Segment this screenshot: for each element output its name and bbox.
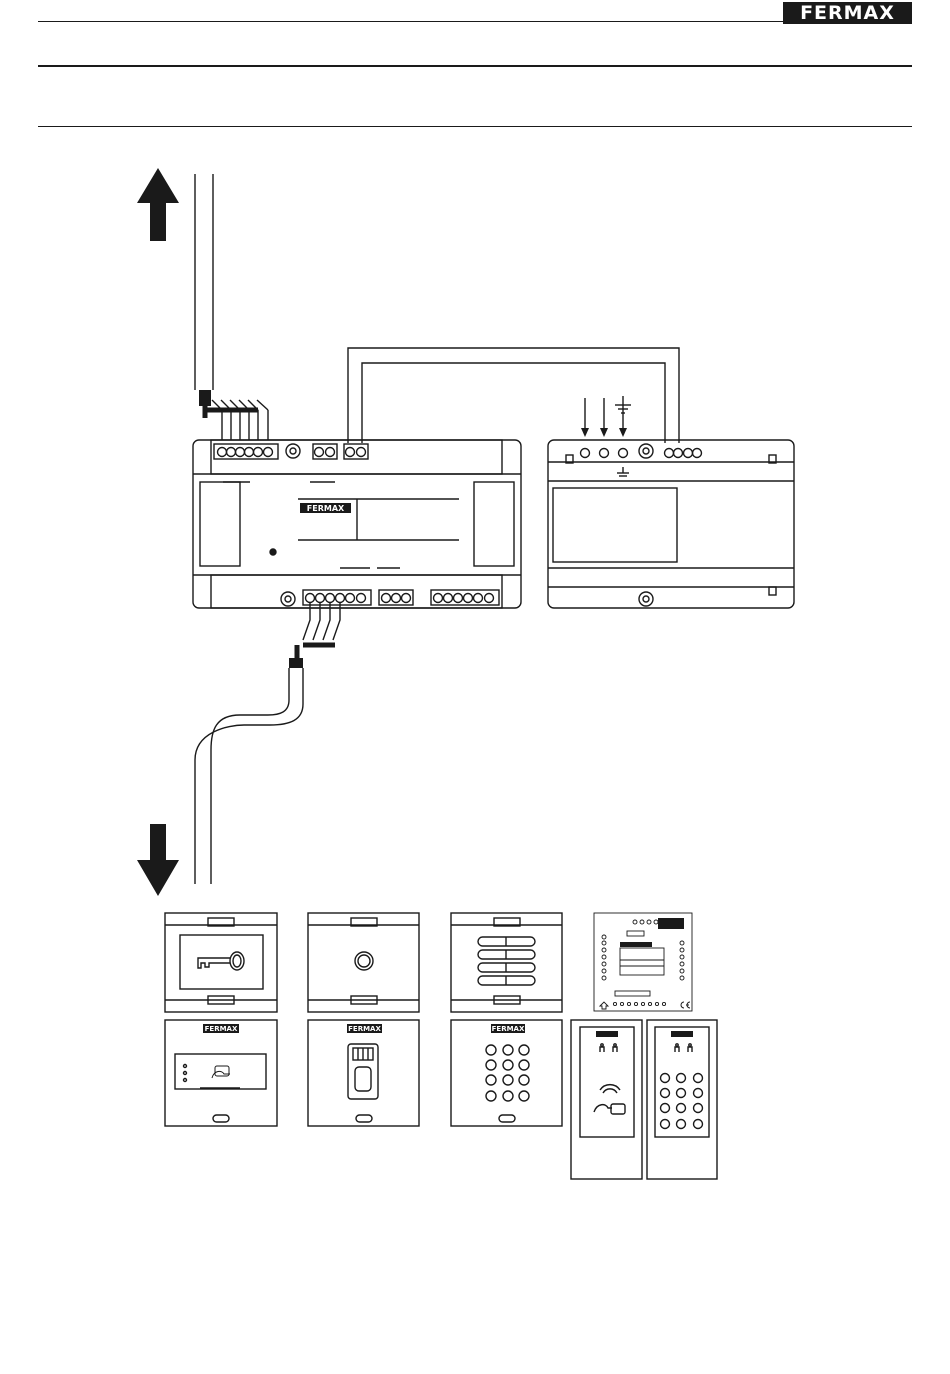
proximity-reader-panel — [165, 1020, 277, 1126]
power-supply — [548, 440, 794, 608]
reader-logo: FERMAX — [205, 1025, 238, 1033]
card-hand-icon — [212, 1066, 230, 1078]
call-button-panel — [451, 913, 562, 1012]
arrow-up-icon — [137, 168, 179, 241]
slim-keypad-unit — [647, 1020, 717, 1179]
fingerprint-logo: FERMAX — [348, 1025, 381, 1033]
arrow-down-icon — [137, 824, 179, 896]
ce-mark-icon — [681, 1002, 690, 1008]
mains-input — [581, 396, 627, 437]
key-icon — [198, 952, 244, 970]
slim-proximity-unit — [571, 1020, 642, 1179]
keypad-logo: FERMAX — [492, 1025, 525, 1033]
lower-bus-cable — [195, 603, 340, 884]
fingerprint-reader-panel — [308, 1020, 419, 1126]
controller-module — [193, 440, 521, 608]
controller-logo: FERMAX — [307, 504, 345, 513]
upper-bus-cable — [195, 174, 268, 440]
circuit-board-panel — [594, 913, 692, 1011]
keypad-panel — [451, 1020, 562, 1126]
push-button-panel — [308, 913, 419, 1012]
link-cable — [348, 348, 679, 443]
